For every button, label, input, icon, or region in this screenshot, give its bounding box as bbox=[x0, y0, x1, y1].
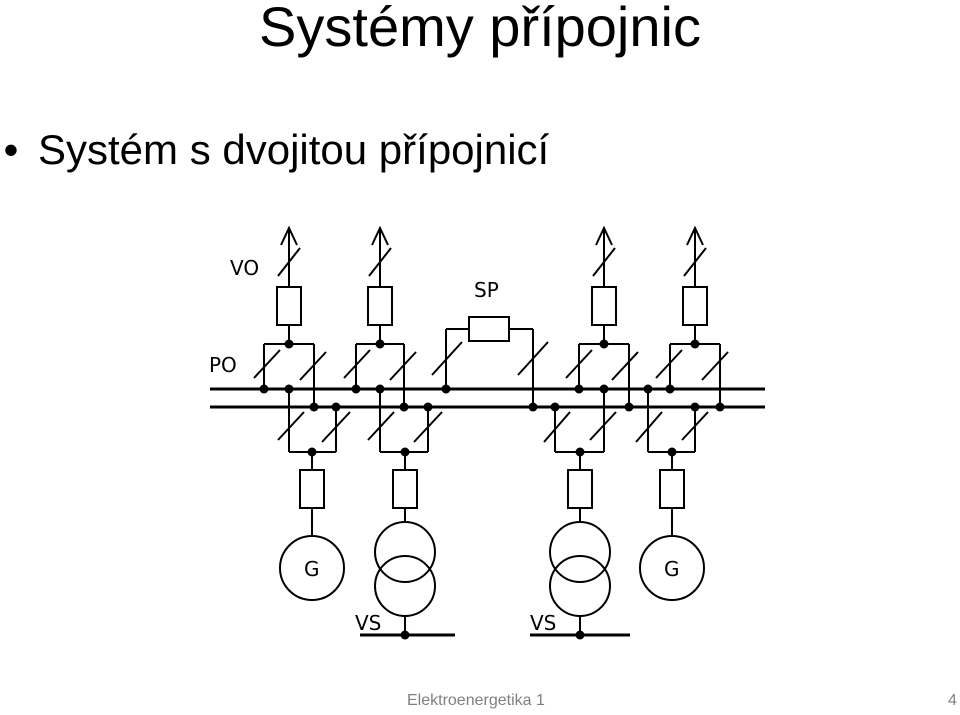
junction-dots bbox=[259, 339, 725, 640]
label-po: PO bbox=[209, 353, 237, 377]
label-vs-right: VS bbox=[530, 611, 556, 635]
outgoing-feeder-2 bbox=[343, 225, 417, 407]
label-vo: VO bbox=[230, 256, 259, 280]
outgoing-feeder-4 bbox=[655, 225, 729, 407]
footer-text: Elektroenergetika 1 bbox=[407, 692, 545, 709]
label-vs-left: VS bbox=[355, 611, 381, 635]
outgoing-feeder-3 bbox=[565, 225, 639, 407]
outgoing-feeder-1 bbox=[253, 225, 327, 407]
bullet-text: Systém s dvojitou přípojnicí bbox=[38, 126, 550, 173]
double-busbar-diagram: VO SP PO G G VS VS bbox=[209, 225, 765, 640]
transformer-bay-left bbox=[360, 389, 455, 637]
label-g-right: G bbox=[664, 557, 680, 581]
bus-coupler bbox=[431, 316, 549, 407]
transformer-bay-right bbox=[530, 389, 630, 637]
bullet-dot-icon: • bbox=[3, 126, 19, 173]
label-g-left: G bbox=[304, 557, 320, 581]
page-number: 4 bbox=[948, 692, 957, 709]
slide-title: Systémy přípojnic bbox=[259, 0, 701, 58]
generator-bay-right bbox=[635, 389, 709, 601]
label-sp: SP bbox=[474, 278, 499, 302]
